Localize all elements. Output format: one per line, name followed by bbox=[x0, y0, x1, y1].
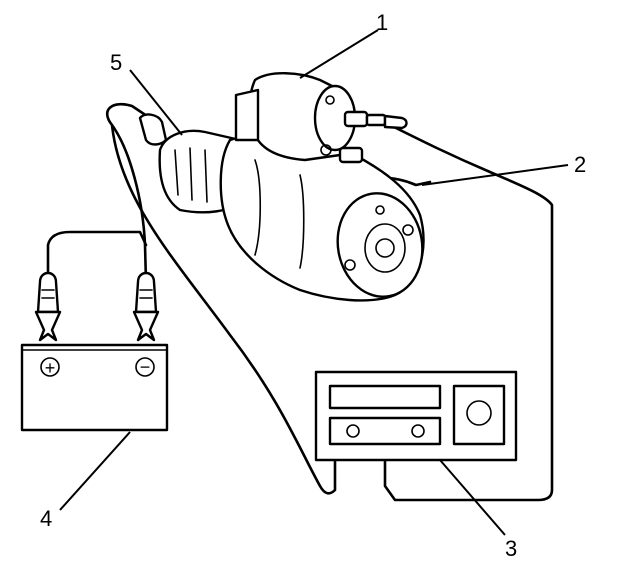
callout-2: 2 bbox=[574, 152, 586, 177]
positive-terminal-icon bbox=[40, 357, 60, 377]
negative-clamp bbox=[132, 271, 160, 342]
tester-knob-right bbox=[411, 424, 425, 438]
negative-symbol: − bbox=[140, 357, 151, 377]
callout-4: 4 bbox=[40, 506, 52, 531]
callout-leaders bbox=[59, 29, 569, 536]
positive-clamp bbox=[34, 271, 62, 342]
positive-symbol: + bbox=[45, 358, 56, 378]
tester-lead-left bbox=[110, 123, 337, 495]
negative-terminal-icon bbox=[135, 357, 155, 377]
solenoid-lead bbox=[383, 124, 554, 502]
callout-1: 1 bbox=[376, 10, 388, 35]
tester-gauge-dial bbox=[466, 400, 492, 426]
starter-motor bbox=[138, 72, 425, 302]
tester-gauge bbox=[452, 384, 506, 446]
tester-knob-left bbox=[346, 424, 360, 438]
positive-lead bbox=[46, 230, 148, 284]
battery-clamps bbox=[34, 271, 160, 342]
tester-display bbox=[328, 384, 442, 410]
starter-tester bbox=[314, 370, 518, 462]
ground-lead bbox=[105, 103, 152, 284]
callout-5: 5 bbox=[110, 50, 122, 75]
tester-panel bbox=[328, 416, 442, 446]
callouts: 1 2 3 4 5 bbox=[40, 10, 586, 561]
callout-3: 3 bbox=[505, 536, 517, 561]
battery: + − bbox=[20, 343, 169, 432]
